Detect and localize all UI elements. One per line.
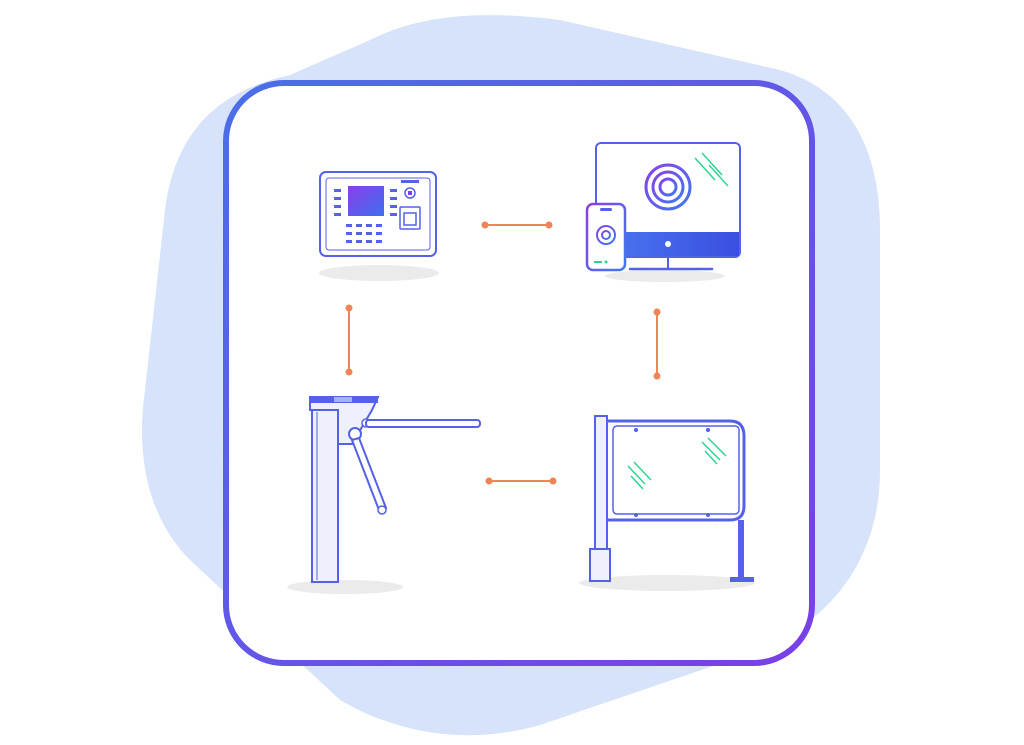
connector-terminal-turnstile [345,304,353,376]
connector-turnstile-gate [485,477,557,485]
swing-gate-icon [579,415,755,591]
tripod-turnstile-icon [287,396,481,594]
desktop-and-phone-icon [585,142,741,282]
biometric-terminal-icon [319,171,439,281]
connector-monitor-gate [653,308,661,380]
connector-terminal-monitor [481,221,553,229]
